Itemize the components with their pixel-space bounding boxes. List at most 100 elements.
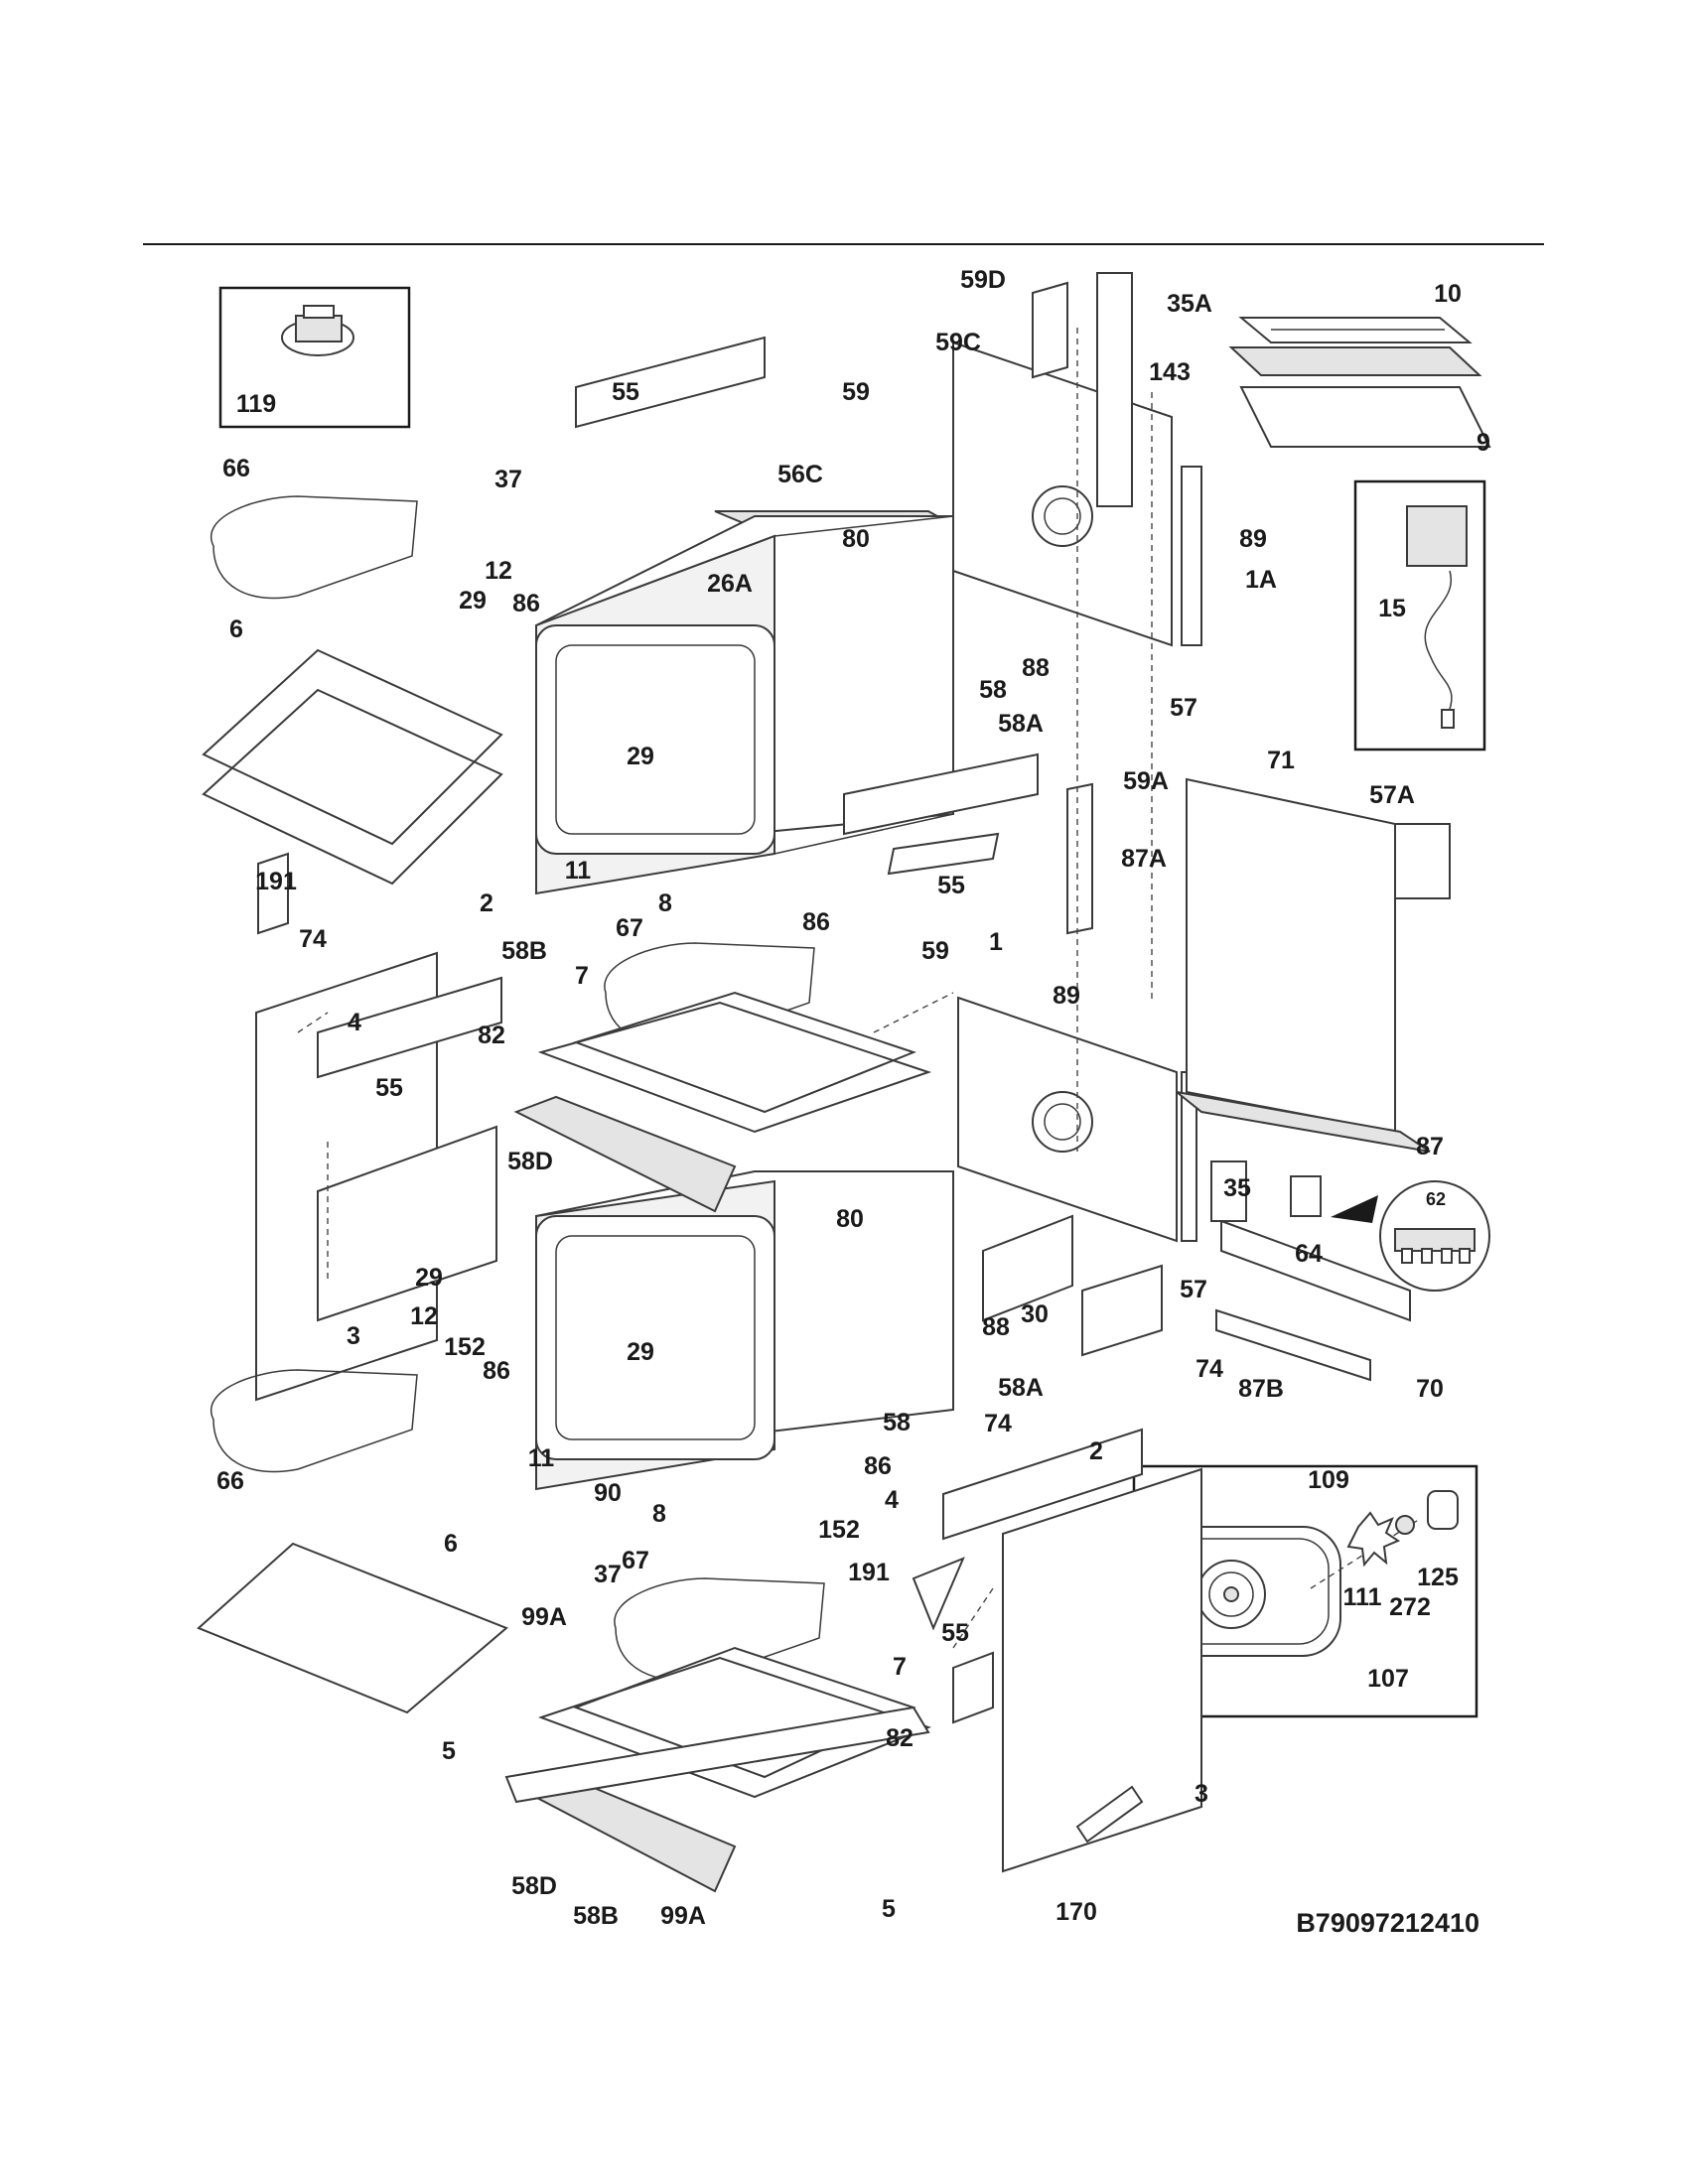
callout-66b: 66 xyxy=(216,1467,244,1495)
callout-111: 111 xyxy=(1343,1583,1382,1611)
callout-170: 170 xyxy=(1055,1898,1097,1926)
callout-86a: 86 xyxy=(512,590,540,617)
callout-86c: 86 xyxy=(483,1357,510,1385)
callout-6b: 6 xyxy=(444,1530,458,1558)
callout-15: 15 xyxy=(1378,595,1406,622)
callout-4b: 4 xyxy=(885,1486,899,1514)
callout-37a: 37 xyxy=(494,466,522,493)
callout-1: 1 xyxy=(989,928,1003,956)
callout-55b: 55 xyxy=(937,872,965,899)
callout-6a: 6 xyxy=(229,615,243,643)
callout-26A: 26A xyxy=(707,570,753,598)
alignment-lines xyxy=(297,328,1153,1649)
callout-10: 10 xyxy=(1434,280,1462,308)
callout-71: 71 xyxy=(1267,747,1295,774)
callout-58Da: 58D xyxy=(507,1148,553,1175)
callout-119: 119 xyxy=(236,390,276,418)
callout-56C: 56C xyxy=(777,461,823,488)
callout-90: 90 xyxy=(594,1479,622,1507)
oven-racks xyxy=(197,648,508,1714)
broiler-pan xyxy=(1228,317,1491,448)
callout-3b: 3 xyxy=(1195,1780,1208,1808)
callout-57b: 57 xyxy=(1180,1276,1207,1303)
callout-12a: 12 xyxy=(485,557,512,585)
callout-8a: 8 xyxy=(658,889,672,917)
callout-55a: 55 xyxy=(612,378,639,406)
callout-7b: 7 xyxy=(893,1653,907,1681)
callout-58Aa: 58A xyxy=(998,710,1044,738)
callout-59b: 59 xyxy=(921,937,949,965)
callout-82b: 82 xyxy=(886,1724,914,1752)
callout-58Db: 58D xyxy=(511,1872,557,1900)
callout-62: 62 xyxy=(1426,1189,1446,1209)
inset-119 xyxy=(218,286,411,429)
detail-62 xyxy=(1331,1180,1490,1292)
heating-elements xyxy=(211,495,825,1682)
side-panels xyxy=(255,951,1202,1873)
callout-58b: 58 xyxy=(883,1409,911,1436)
callout-80a: 80 xyxy=(842,525,870,553)
callout-7a: 7 xyxy=(575,962,589,990)
callout-8b: 8 xyxy=(652,1500,666,1528)
callout-57a: 57 xyxy=(1170,694,1197,722)
callout-35: 35 xyxy=(1223,1174,1251,1202)
callout-80b: 80 xyxy=(836,1205,864,1233)
callout-152b: 152 xyxy=(818,1516,860,1544)
callout-55d: 55 xyxy=(941,1619,969,1647)
callout-125: 125 xyxy=(1417,1564,1459,1591)
callout-2b: 2 xyxy=(1089,1437,1103,1465)
callout-86d: 86 xyxy=(864,1452,892,1480)
callout-89a: 89 xyxy=(1239,525,1267,553)
lower-oven-cavity xyxy=(535,1170,954,1491)
callout-59C: 59C xyxy=(935,329,981,356)
callout-29c: 29 xyxy=(415,1264,443,1292)
callout-3a: 3 xyxy=(347,1322,360,1350)
callout-87B: 87B xyxy=(1238,1375,1284,1403)
callout-4a: 4 xyxy=(348,1009,361,1036)
callout-88a: 88 xyxy=(1022,654,1050,682)
callout-5a: 5 xyxy=(442,1737,456,1765)
callout-58Bb: 58B xyxy=(573,1902,619,1930)
callout-89b: 89 xyxy=(1053,982,1080,1010)
drawing-code: B79097212410 xyxy=(1296,1908,1479,1938)
brackets-and-rails xyxy=(257,336,1411,1843)
upper-rear-panel xyxy=(952,272,1202,647)
callout-143: 143 xyxy=(1149,358,1191,386)
callout-12b: 12 xyxy=(410,1302,438,1330)
callout-191b: 191 xyxy=(848,1559,890,1586)
callout-64: 64 xyxy=(1295,1240,1323,1268)
callout-11b: 11 xyxy=(528,1444,555,1472)
callout-74a: 74 xyxy=(299,925,327,953)
callout-99Aa: 99A xyxy=(521,1603,567,1631)
callout-70: 70 xyxy=(1416,1375,1444,1403)
callout-59D: 59D xyxy=(960,266,1006,294)
callout-59a: 59 xyxy=(842,378,870,406)
callout-2a: 2 xyxy=(480,889,493,917)
callout-74b: 74 xyxy=(1196,1355,1223,1383)
callout-87: 87 xyxy=(1416,1133,1444,1160)
callout-82a: 82 xyxy=(478,1022,505,1049)
inset-15 xyxy=(1353,479,1486,751)
callout-57A: 57A xyxy=(1369,781,1415,809)
back-cover-71 xyxy=(1176,777,1451,1153)
callout-88b: 88 xyxy=(982,1313,1010,1341)
callout-66a: 66 xyxy=(222,455,250,482)
callout-67a: 67 xyxy=(616,914,643,942)
callout-152a: 152 xyxy=(444,1333,486,1361)
callout-87A: 87A xyxy=(1121,845,1167,873)
upper-oven-cavity xyxy=(535,510,977,895)
callout-5b: 5 xyxy=(882,1895,896,1923)
callout-29a: 29 xyxy=(459,587,487,614)
callout-107: 107 xyxy=(1367,1665,1409,1693)
callout-99Ab: 99A xyxy=(660,1902,706,1930)
callout-191a: 191 xyxy=(255,868,297,895)
callout-109: 109 xyxy=(1308,1466,1349,1494)
callout-55c: 55 xyxy=(375,1074,403,1102)
callout-74c: 74 xyxy=(984,1410,1012,1437)
callout-11a: 11 xyxy=(565,857,592,885)
callout-37b: 37 xyxy=(594,1561,622,1588)
callout-59A: 59A xyxy=(1123,767,1169,795)
callout-30: 30 xyxy=(1021,1300,1049,1328)
